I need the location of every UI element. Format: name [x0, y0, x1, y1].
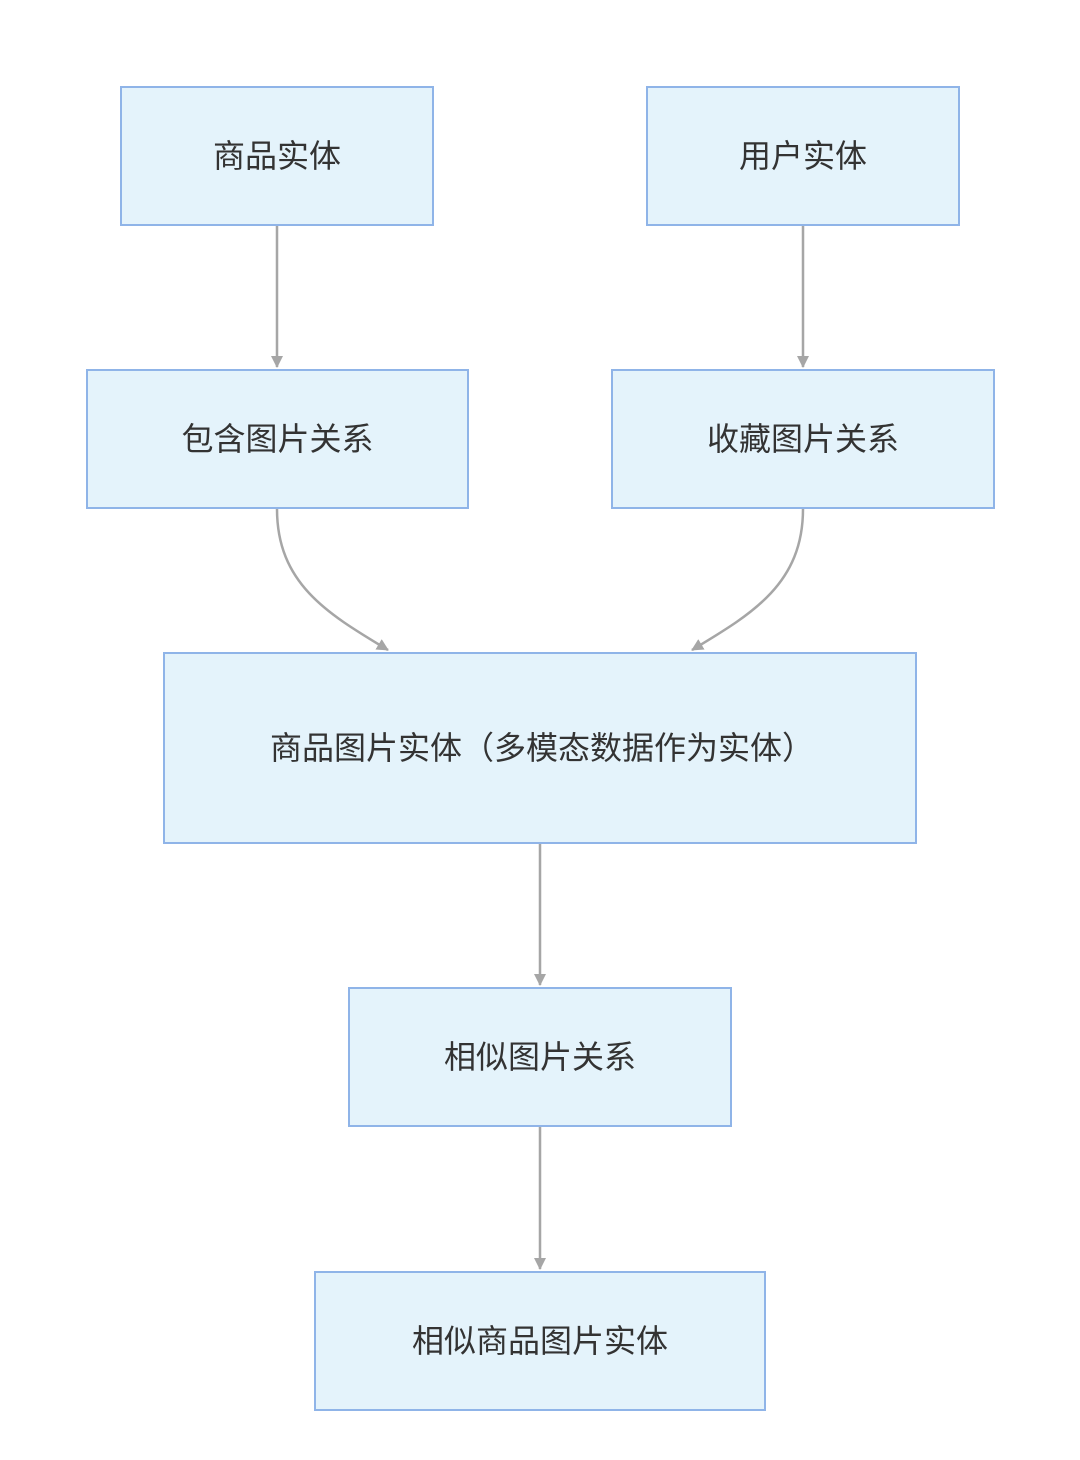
- node-user-entity-label: 用户实体: [738, 137, 867, 175]
- node-product-image-entity-label: 商品图片实体（多模态数据作为实体）: [270, 729, 815, 767]
- node-product-entity: 商品实体: [120, 86, 434, 226]
- node-similar-image-relation-label: 相似图片关系: [443, 1038, 636, 1076]
- node-similar-product-image-entity: 相似商品图片实体: [314, 1271, 766, 1411]
- node-similar-product-image-entity-label: 相似商品图片实体: [411, 1322, 668, 1360]
- node-favorite-image-relation: 收藏图片关系: [611, 369, 995, 509]
- node-contains-image-relation-label: 包含图片关系: [181, 420, 374, 458]
- node-product-image-entity: 商品图片实体（多模态数据作为实体）: [163, 652, 917, 844]
- node-product-entity-label: 商品实体: [212, 137, 341, 175]
- node-favorite-image-relation-label: 收藏图片关系: [706, 420, 899, 458]
- edge-favorite-to-image: [691, 508, 805, 652]
- node-user-entity: 用户实体: [646, 86, 960, 226]
- node-contains-image-relation: 包含图片关系: [86, 369, 469, 509]
- node-similar-image-relation: 相似图片关系: [348, 987, 732, 1127]
- edge-contains-to-image: [275, 508, 389, 652]
